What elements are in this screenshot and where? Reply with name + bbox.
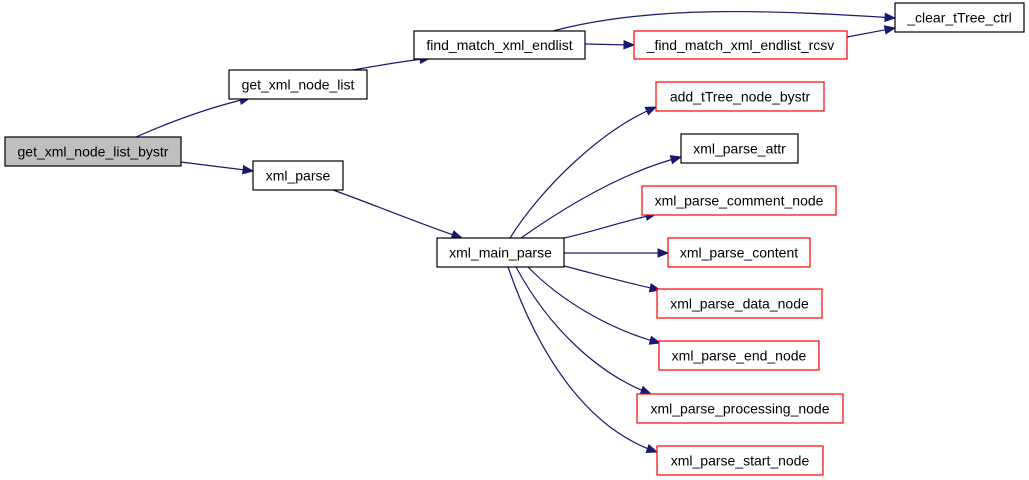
- node-box: [655, 81, 825, 112]
- arrowhead-icon: [883, 25, 897, 35]
- arrowhead-icon: [648, 335, 662, 345]
- node-label: xml_main_parse: [449, 245, 552, 261]
- node-label: _clear_tTree_ctrl: [906, 10, 1012, 26]
- edge-xml_main_parse-to-xml_parse_comment_node: [563, 211, 658, 239]
- node-label: add_tTree_node_bystr: [670, 89, 811, 105]
- node-_find_match_xml_endlist_rcsv[interactable]: _find_match_xml_endlist_rcsv: [633, 30, 848, 60]
- node-label: get_xml_node_list_bystr: [18, 144, 169, 160]
- node-xml_main_parse[interactable]: xml_main_parse: [436, 237, 565, 268]
- node-xml_parse_content[interactable]: xml_parse_content: [667, 237, 811, 268]
- arrowhead-icon: [242, 165, 255, 175]
- node-label: xml_parse_processing_node: [651, 401, 830, 417]
- edge-line: [507, 266, 658, 453]
- node-box: [656, 288, 823, 319]
- node-label: xml_parse_content: [680, 245, 798, 261]
- node-label: get_xml_node_list: [242, 77, 355, 93]
- node-xml_parse_attr[interactable]: xml_parse_attr: [680, 133, 799, 164]
- node-get_xml_node_list[interactable]: get_xml_node_list: [228, 69, 368, 100]
- arrowhead-icon: [884, 12, 897, 23]
- node-label: xml_parse_attr: [693, 141, 786, 157]
- edge-line: [135, 97, 251, 138]
- edge-find_match_xml_endlist-to-_find_match_xml_endlist_rcsv: [584, 40, 636, 50]
- nodes-layer: get_xml_node_list_bystr get_xml_node_list…: [4, 2, 1025, 476]
- node-box: [656, 445, 824, 476]
- edge-line: [527, 266, 661, 344]
- edge-line: [563, 265, 661, 291]
- node-xml_parse_start_node[interactable]: xml_parse_start_node: [656, 445, 824, 476]
- edge-xml_parse-to-xml_main_parse: [332, 189, 464, 240]
- node-label: xml_parse_comment_node: [655, 193, 824, 209]
- node-box: [658, 340, 820, 371]
- node-find_match_xml_endlist[interactable]: find_match_xml_endlist: [413, 30, 586, 60]
- node-add_tTree_node_bystr[interactable]: add_tTree_node_bystr: [655, 81, 825, 112]
- node-box: [894, 2, 1025, 33]
- edge-xml_main_parse-to-xml_parse_end_node: [527, 266, 662, 345]
- edge-line: [352, 57, 431, 71]
- node-label: find_match_xml_endlist: [426, 37, 572, 53]
- node-label: _find_match_xml_endlist_rcsv: [646, 37, 835, 53]
- edge-xml_main_parse-to-add_tTree_node_bystr: [509, 106, 658, 239]
- edge-xml_main_parse-to-xml_parse_processing_node: [515, 266, 653, 395]
- node-box: [636, 393, 844, 424]
- node-xml_parse_end_node[interactable]: xml_parse_end_node: [658, 340, 820, 371]
- node-box: [633, 30, 848, 60]
- edge-line: [509, 106, 657, 239]
- arrowhead-icon: [669, 155, 683, 165]
- edge-line: [552, 10, 896, 32]
- node-xml_parse[interactable]: xml_parse: [252, 160, 344, 191]
- arrowhead-icon: [657, 248, 670, 258]
- edge-xml_main_parse-to-xml_parse_content: [564, 248, 670, 258]
- node-box: [228, 69, 368, 100]
- node-_clear_tTree_ctrl[interactable]: _clear_tTree_ctrl: [894, 2, 1025, 33]
- node-xml_parse_processing_node[interactable]: xml_parse_processing_node: [636, 393, 844, 424]
- edge-_find_match_xml_endlist_rcsv-to-_clear_tTree_ctrl: [846, 25, 897, 38]
- node-label: xml_parse_start_node: [671, 453, 810, 469]
- node-box: [4, 136, 182, 167]
- edge-find_match_xml_endlist-to-_clear_tTree_ctrl: [552, 10, 897, 32]
- node-get_xml_node_list_bystr[interactable]: get_xml_node_list_bystr: [4, 136, 182, 167]
- edge-get_xml_node_list_bystr-to-xml_parse: [180, 161, 255, 175]
- node-box: [252, 160, 344, 191]
- node-label: xml_parse_data_node: [670, 296, 809, 312]
- edge-get_xml_node_list_bystr-to-get_xml_node_list: [135, 95, 252, 138]
- node-xml_parse_comment_node[interactable]: xml_parse_comment_node: [641, 185, 837, 216]
- edge-xml_main_parse-to-xml_parse_data_node: [563, 265, 662, 293]
- edge-line: [515, 266, 652, 395]
- node-box: [680, 133, 799, 164]
- arrowhead-icon: [639, 385, 653, 395]
- arrowhead-icon: [645, 444, 659, 454]
- node-xml_parse_data_node[interactable]: xml_parse_data_node: [656, 288, 823, 319]
- edges-layer: [135, 10, 897, 454]
- node-box: [641, 185, 837, 216]
- node-box: [413, 30, 586, 60]
- edge-line: [180, 161, 254, 172]
- arrowhead-icon: [644, 106, 658, 116]
- node-box: [436, 237, 565, 268]
- node-box: [667, 237, 811, 268]
- edge-line: [332, 189, 463, 239]
- edge-line: [520, 156, 682, 239]
- node-label: xml_parse: [266, 168, 331, 184]
- edge-line: [563, 213, 657, 239]
- edge-xml_main_parse-to-xml_parse_start_node: [507, 266, 659, 454]
- arrowhead-icon: [623, 40, 636, 50]
- edge-xml_main_parse-to-xml_parse_attr: [520, 155, 683, 239]
- node-label: xml_parse_end_node: [672, 348, 807, 364]
